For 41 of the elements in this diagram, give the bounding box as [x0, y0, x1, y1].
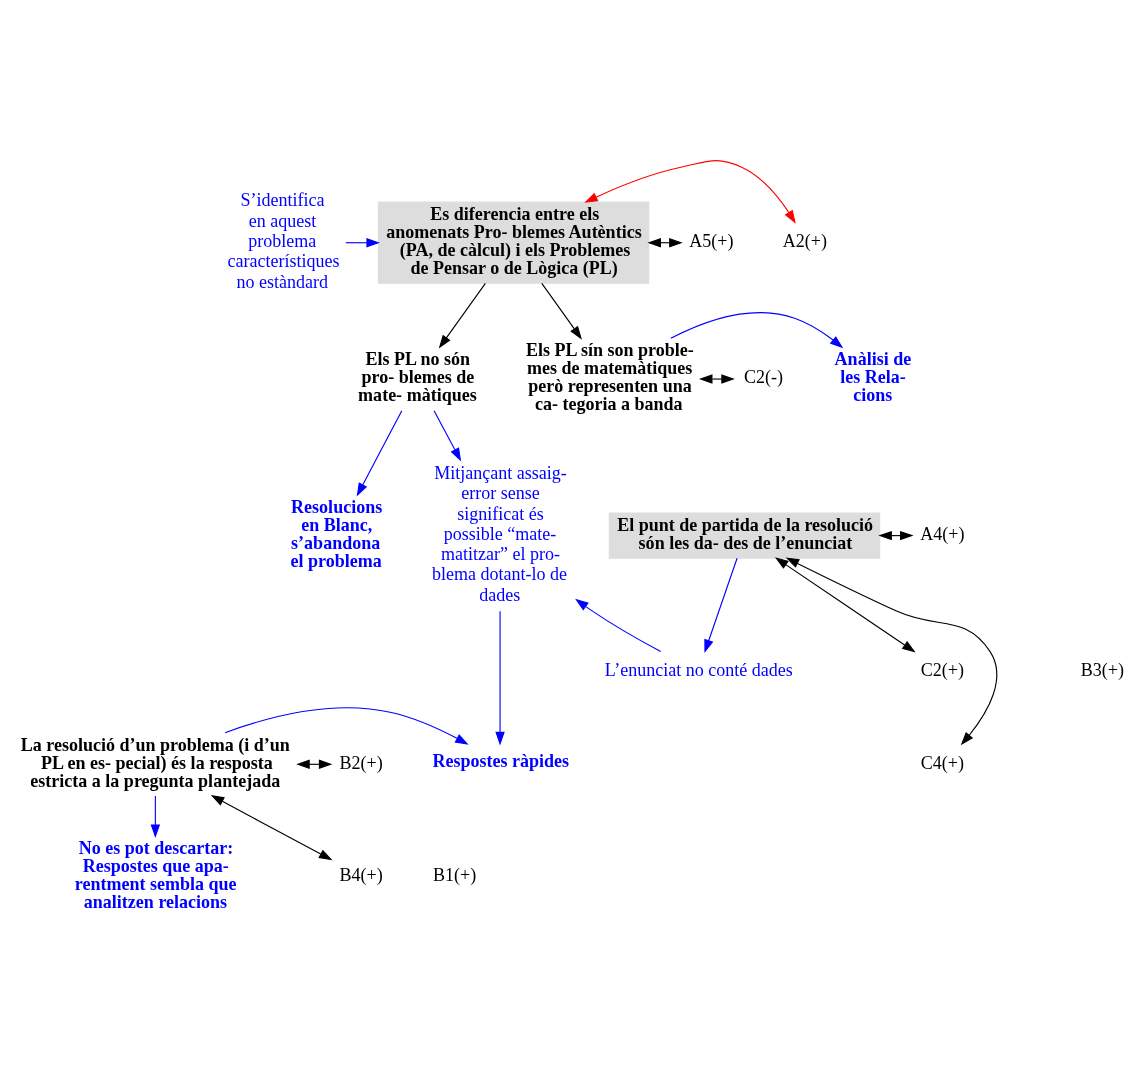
node-text: A5(+) — [689, 231, 734, 252]
arrow — [670, 312, 844, 349]
node-text: B4(+) — [339, 865, 383, 886]
node-text: Respostes ràpides — [432, 751, 570, 772]
arrow — [541, 282, 582, 340]
arrow — [210, 795, 333, 861]
node-text: C2(-) — [743, 367, 783, 388]
arrow — [495, 610, 505, 746]
arrow — [224, 707, 469, 745]
node-text: L’enunciat no conté dades — [604, 660, 793, 681]
node-text: B2(+) — [339, 752, 383, 773]
node-box: El punt de partida de la resolució són les da- des de l’enunciat — [608, 512, 881, 559]
arrow — [433, 410, 462, 462]
arrow — [356, 410, 403, 497]
node-text: Resolucions en Blanc, s’abandona el problema — [290, 496, 383, 571]
arrow — [345, 238, 380, 248]
arrow — [296, 759, 333, 770]
node-box: Es diferencia entre els anomenats Pro- blemes Autèntics (PA, de càlcul) i els Problemes de Pensar o de Lògica (PL) — [377, 201, 650, 284]
node-text: C2(+) — [920, 660, 964, 681]
node-text: S’identifica en aquest problema característiques no estàndard — [227, 190, 340, 292]
node-text: A2(+) — [782, 231, 827, 252]
node-text: No es pot descartar: Respostes que apa- rentment sembla que analitzen relacions — [74, 838, 237, 913]
label: B3(+) — [1080, 660, 1124, 681]
node-text: C4(+) — [920, 752, 964, 773]
arrow — [438, 282, 486, 349]
node-text: Mitjançant assaig- error sense significat és possible “mate- matitzar” el pro- blema dotant-lo de dades — [431, 463, 567, 605]
arrow — [785, 557, 998, 746]
arrow — [150, 795, 161, 839]
label: B1(+) — [433, 865, 477, 886]
node-text: Els PL sín son proble- mes de matemàtiques però representen una ca- tegoria a banda — [525, 340, 694, 415]
node-text: Els PL no són pro- blemes de mate- màtiques — [358, 349, 477, 406]
node-text: La resolució d’un problema (i d’un PL en es- pecial) és la resposta estricta a la pregunta plantejada — [20, 734, 290, 791]
arrow — [774, 557, 916, 653]
arrow — [704, 557, 738, 654]
arrow — [878, 530, 914, 541]
arrow — [584, 160, 796, 224]
arrow — [698, 374, 735, 384]
node-text: Anàlisi de les Rela- cions — [834, 349, 912, 406]
arrow — [575, 598, 662, 653]
node-text: A4(+) — [920, 523, 965, 544]
arrow — [647, 238, 683, 248]
